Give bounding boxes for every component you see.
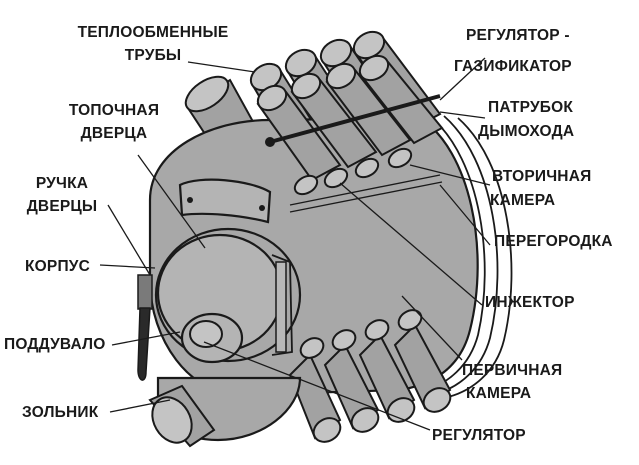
label-gasifier-2: ГАЗИФИКАТОР bbox=[454, 58, 572, 75]
injector-holes bbox=[293, 147, 413, 196]
label-door-handle-1: РУЧКА bbox=[36, 175, 88, 192]
leader-lines bbox=[99, 57, 491, 431]
label-ash-pan: ЗОЛЬНИК bbox=[22, 404, 99, 421]
label-partition: ПЕРЕГОРОДКА bbox=[494, 233, 613, 250]
label-fire-door-1: ТОПОЧНАЯ bbox=[69, 102, 159, 119]
door-handle bbox=[137, 274, 153, 381]
label-primary-2: КАМЕРА bbox=[466, 385, 531, 402]
upper-door-plate bbox=[178, 178, 272, 224]
label-secondary-1: ВТОРИЧНАЯ bbox=[492, 168, 591, 185]
label-primary-1: ПЕРВИЧНАЯ bbox=[462, 362, 562, 379]
label-fire-door-2: ДВЕРЦА bbox=[81, 125, 148, 142]
label-regulator: РЕГУЛЯТОР bbox=[432, 427, 526, 444]
label-door-handle-2: ДВЕРЦЫ bbox=[27, 198, 98, 215]
label-heat-tubes-1: ТЕПЛООБМЕННЫЕ bbox=[78, 24, 229, 41]
label-chimney-1: ПАТРУБОК bbox=[488, 99, 573, 116]
ash-pan bbox=[148, 376, 302, 448]
label-injector: ИНЖЕКТОР bbox=[485, 294, 575, 311]
label-gasifier-1: РЕГУЛЯТОР - bbox=[466, 27, 570, 44]
label-blower: ПОДДУВАЛО bbox=[4, 336, 105, 353]
label-body: КОРПУС bbox=[25, 258, 90, 275]
label-secondary-2: КАМЕРА bbox=[490, 192, 555, 209]
label-heat-tubes-2: ТРУБЫ bbox=[125, 47, 182, 64]
label-chimney-2: ДЫМОХОДА bbox=[478, 123, 574, 140]
gasifier-rod bbox=[265, 94, 441, 147]
blower-door bbox=[180, 312, 244, 364]
lower-tube-openings bbox=[299, 309, 423, 359]
